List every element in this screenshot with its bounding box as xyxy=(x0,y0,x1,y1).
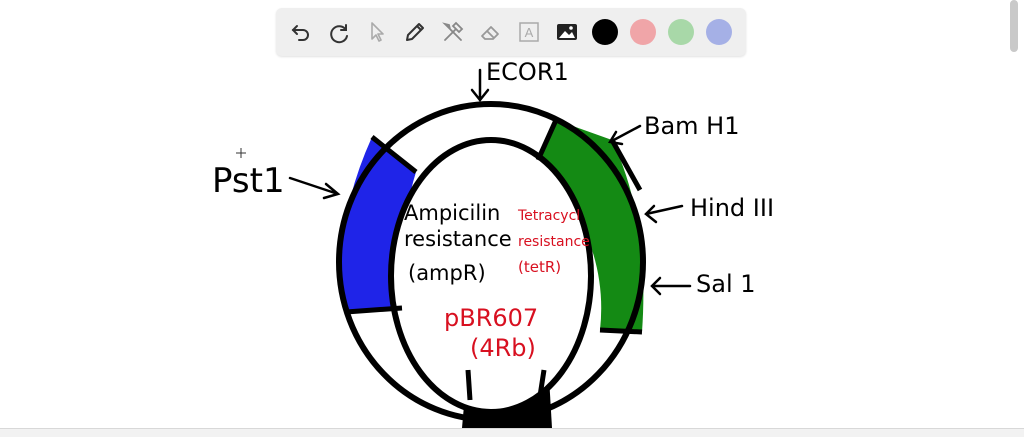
arrows xyxy=(288,68,692,296)
hind3-label: Hind III xyxy=(690,194,774,222)
ecor1-label: ECOR1 xyxy=(486,58,569,86)
pencil-icon xyxy=(406,23,424,41)
color-swatch-black xyxy=(592,19,618,45)
tools-button[interactable] xyxy=(434,13,472,51)
color-blue-button[interactable] xyxy=(700,13,738,51)
eraser-button[interactable] xyxy=(472,13,510,51)
undo-icon xyxy=(291,25,309,41)
image-icon xyxy=(557,24,577,40)
tools-icon xyxy=(442,21,464,41)
pencil-button[interactable] xyxy=(396,13,434,51)
tet-label-line3: (tetR) xyxy=(518,258,561,276)
pointer-icon xyxy=(371,22,384,42)
pst1-label: Pst1 xyxy=(212,161,285,201)
plasmid-inner-circle xyxy=(388,137,594,415)
undo-button[interactable] xyxy=(282,13,320,51)
pst1-arrow xyxy=(288,176,341,200)
amp-label-line3: (ampR) xyxy=(408,261,486,285)
text-icon-glyph: A xyxy=(525,25,534,40)
amp-label-line2: resistance xyxy=(404,227,512,251)
color-swatch-blue xyxy=(706,19,732,45)
redo-button[interactable] xyxy=(320,13,358,51)
hind3-arrow xyxy=(644,204,684,224)
text-icon: A xyxy=(519,22,539,42)
color-swatch-red xyxy=(630,19,656,45)
eraser-icon xyxy=(481,26,499,40)
color-swatch-green xyxy=(668,19,694,45)
sal1-arrow xyxy=(650,276,692,296)
drawing-toolbar: A xyxy=(276,8,746,56)
tet-label-line1: Tetracycl xyxy=(517,208,580,224)
image-button[interactable] xyxy=(548,13,586,51)
bamh1-label: Bam H1 xyxy=(644,112,740,140)
bamh1-arrow xyxy=(607,124,642,146)
tet-label-line2: resistance xyxy=(518,234,590,250)
amp-label-line1: Ampicilin xyxy=(404,201,500,225)
color-green-button[interactable] xyxy=(662,13,700,51)
cursor-crosshair-icon xyxy=(236,148,246,158)
sal1-label: Sal 1 xyxy=(696,270,756,298)
vertical-scrollbar[interactable] xyxy=(1010,0,1018,52)
select-button[interactable] xyxy=(358,13,396,51)
plasmid-name-label: pBR607 xyxy=(444,304,538,332)
ring-divider xyxy=(345,118,643,401)
color-red-button[interactable] xyxy=(624,13,662,51)
bottom-scroll-rule xyxy=(0,428,1024,437)
ecor1-arrow xyxy=(470,68,490,103)
plasmid-size-label: (4Rb) xyxy=(470,334,536,362)
plasmid-outer-ring xyxy=(336,101,646,423)
text-button[interactable]: A xyxy=(510,13,548,51)
redo-icon xyxy=(330,24,348,44)
color-black-button[interactable] xyxy=(586,13,624,51)
